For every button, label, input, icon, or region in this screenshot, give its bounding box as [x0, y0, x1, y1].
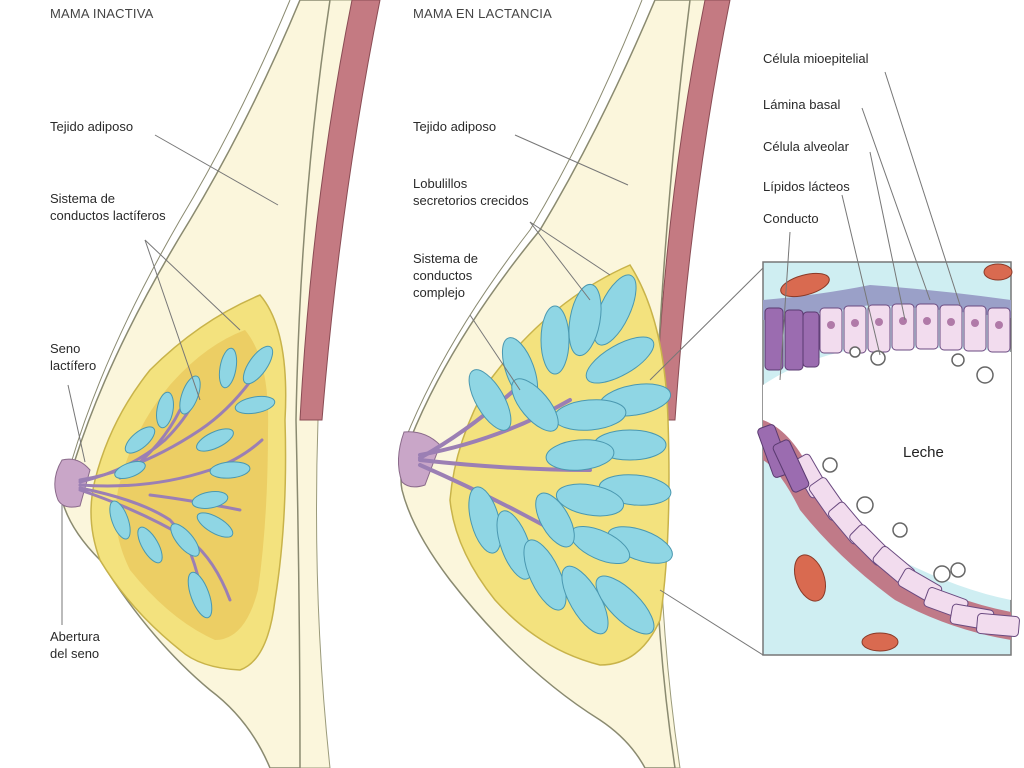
lactating-breast — [398, 0, 764, 768]
inactive-muscle — [299, 0, 381, 421]
label-milk: Leche — [903, 444, 944, 461]
label-lactating-ducts: Sistema de conductos complejo — [413, 251, 479, 300]
inactive-breast — [54, 0, 381, 768]
label-alveolar-cell: Célula alveolar — [763, 139, 849, 154]
inactive-duct-system — [78, 373, 264, 602]
lactating-lobules — [468, 274, 673, 635]
lower-duct-cells — [757, 424, 810, 493]
label-duct: Conducto — [763, 211, 819, 226]
label-basal-lamina: Lámina basal — [763, 97, 841, 112]
label-myoepithelial-cell: Célula mioepitelial — [763, 51, 869, 66]
label-lobules: Lobulillos secretorios crecidos — [413, 176, 529, 208]
inactive-nipple — [54, 458, 91, 508]
label-lactating-adipose: Tejido adiposo — [413, 119, 497, 134]
label-inactive-ducts: Sistema de conductos lactíferos — [50, 191, 166, 223]
lactating-muscle — [654, 0, 731, 421]
label-inactive-adipose: Tejido adiposo — [50, 119, 134, 134]
alveolus-detail — [757, 71, 1020, 656]
lactating-breast-header: MAMA EN LACTANCIA — [413, 6, 552, 21]
inactive-breast-header: MAMA INACTIVA — [50, 6, 154, 21]
label-sinus: Seno lactífero — [50, 341, 97, 373]
upper-duct-cells — [764, 307, 820, 371]
label-milk-lipids: Lípidos lácteos — [763, 179, 850, 194]
red-blood-cells — [780, 263, 1013, 652]
lower-alveolar-cells — [791, 453, 1020, 637]
label-sinus-opening: Abertura del seno — [50, 629, 100, 661]
milk-lumen — [763, 347, 1011, 600]
upper-alveolar-cells — [819, 303, 1011, 354]
inactive-lobules — [109, 345, 276, 619]
milk-lipid-droplets — [822, 346, 994, 583]
